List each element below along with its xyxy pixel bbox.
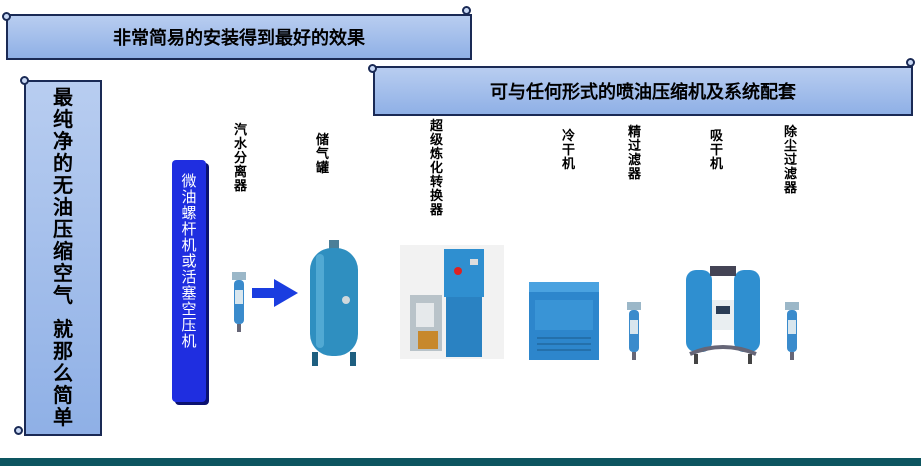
compressor-label: 微油螺 杆机或 活塞空 压机	[181, 172, 197, 350]
compressor-column: 微油螺 杆机或 活塞空 压机	[172, 160, 206, 402]
refrigerated-dryer-icon	[529, 282, 599, 360]
scroll-curl-icon	[2, 12, 11, 21]
precision-filter-icon	[627, 302, 641, 360]
label-refrigerated-dryer: 冷干机	[562, 129, 576, 172]
side-banner: 最纯净 的无油 压缩空 气就 那么简 单	[24, 80, 102, 436]
scroll-curl-icon	[20, 76, 29, 85]
dust-filter-icon	[785, 302, 799, 360]
label-catalytic-converter: 超级炼化转换器	[430, 119, 444, 218]
water-separator-icon	[232, 272, 246, 332]
title-banner: 非常简易的安装得到最好的效果	[6, 14, 472, 60]
scroll-curl-icon	[906, 58, 915, 67]
air-receiver-icon	[310, 240, 358, 366]
label-water-separator: 汽水分离器	[234, 123, 248, 194]
side-banner-text: 最纯净 的无油 压缩空 气就 那么简 单	[53, 85, 73, 429]
label-air-receiver: 储气罐	[316, 133, 330, 176]
desiccant-dryer-icon	[686, 266, 760, 364]
compat-banner-text: 可与任何形式的喷油压缩机及系统配套	[490, 82, 796, 103]
label-dust-filter: 除尘过滤器	[784, 125, 798, 196]
bottom-bar	[0, 458, 921, 466]
compat-banner: 可与任何形式的喷油压缩机及系统配套	[373, 66, 913, 116]
scroll-curl-icon	[462, 6, 471, 15]
flow-arrow-icon	[252, 279, 298, 307]
label-desiccant-dryer: 吸干机	[710, 129, 724, 172]
label-precision-filter: 精过滤器	[628, 125, 642, 182]
scroll-curl-icon	[14, 426, 23, 435]
scroll-curl-icon	[368, 64, 377, 73]
title-banner-text: 非常简易的安装得到最好的效果	[113, 28, 365, 49]
catalytic-converter-icon	[400, 245, 504, 359]
